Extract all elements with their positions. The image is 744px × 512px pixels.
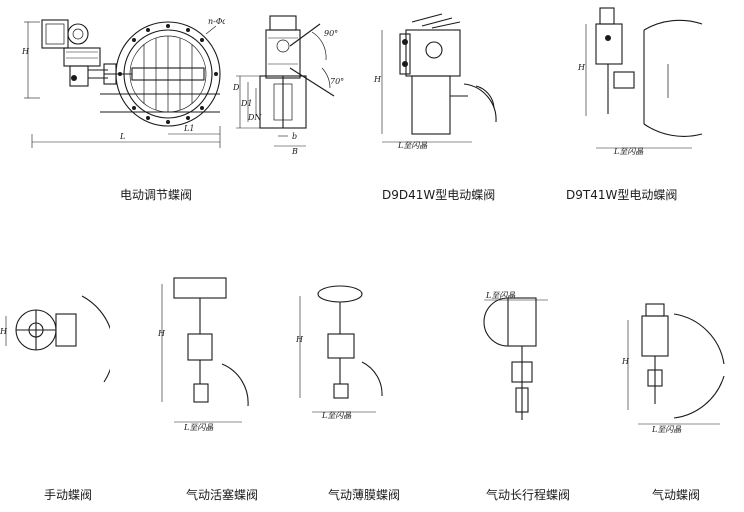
figure-pneumatic-valve: H L至闪晶 bbox=[620, 300, 730, 434]
drawing-pneumatic-long-stroke-valve: L至闪晶 bbox=[483, 291, 548, 420]
dim-label-dn: DN bbox=[247, 113, 262, 122]
angle-label-90: 90° bbox=[324, 29, 338, 38]
dim-label-b-upper: B bbox=[291, 147, 298, 156]
caption-d9d41w-valve: D9D41W型电动蝶阀 bbox=[382, 188, 496, 202]
drawing-side-section-view: 90° 70° D D1 DN b B bbox=[232, 15, 344, 156]
dim-label-d1: D1 bbox=[240, 99, 253, 108]
dim-label-h-diaphragm: H bbox=[296, 335, 304, 344]
dim-label-h-manual: H bbox=[0, 327, 8, 336]
dim-label-l: L bbox=[119, 132, 125, 141]
dim-label-h-d9d41w: H bbox=[373, 75, 382, 84]
caption-pneumatic-valve: 气动蝶阀 bbox=[652, 488, 701, 502]
dim-label-n-phi-d: n-Φd bbox=[208, 17, 225, 26]
dim-label-h-d9t41w: H bbox=[577, 63, 586, 72]
caption-pneumatic-diaphragm-valve: 气动薄膜蝶阀 bbox=[328, 488, 401, 502]
figure-d9t41w-valve: H L至闪晶 bbox=[572, 4, 712, 156]
dim-label-l1: L1 bbox=[183, 124, 194, 133]
drawing-pneumatic-piston-valve: H L至闪晶 bbox=[158, 277, 249, 432]
angle-label-70: 70° bbox=[330, 77, 344, 86]
caption-pneumatic-piston-valve: 气动活塞蝶阀 bbox=[186, 488, 259, 502]
dim-label-open-d9d41w: L至闪晶 bbox=[397, 141, 428, 150]
dim-label-open-diaphragm: L至闪晶 bbox=[321, 411, 352, 420]
drawing-d9d41w-valve: H L至闪晶 bbox=[373, 13, 497, 150]
dim-label-h-piston: H bbox=[158, 329, 166, 338]
dim-label-d: D bbox=[232, 83, 240, 92]
dim-label-b: b bbox=[292, 132, 297, 141]
caption-d9t41w-valve: D9T41W型电动蝶阀 bbox=[566, 188, 678, 202]
caption-electric-regulating-valve: 电动调节蝶阀 bbox=[120, 188, 193, 202]
dim-label-open-piston: L至闪晶 bbox=[183, 423, 214, 432]
dim-label-open-d9t41w: L至闪晶 bbox=[613, 147, 644, 156]
caption-pneumatic-long-stroke-valve: 气动长行程蝶阀 bbox=[486, 488, 571, 502]
drawing-electric-regulating-valve: H L L1 n-Φd bbox=[21, 17, 225, 148]
dim-label-h: H bbox=[21, 47, 30, 56]
drawing-d9t41w-valve: H L至闪晶 bbox=[577, 7, 703, 156]
figure-manual-valve: H bbox=[0, 286, 110, 390]
drawing-manual-valve: H bbox=[0, 295, 110, 383]
figure-pneumatic-long-stroke-valve: L至闪晶 bbox=[478, 290, 564, 430]
dim-label-open-long-stroke: L至闪晶 bbox=[485, 291, 516, 300]
figure-pneumatic-piston-valve: H L至闪晶 bbox=[158, 274, 258, 434]
dim-label-h-pneumatic: H bbox=[621, 357, 630, 366]
flange-bolt-holes bbox=[118, 24, 218, 124]
caption-manual-valve: 手动蝶阀 bbox=[44, 488, 93, 502]
figure-electric-regulating-valve: H L L1 n-Φd bbox=[20, 8, 225, 158]
drawing-pneumatic-diaphragm-valve: H L至闪晶 bbox=[296, 285, 383, 420]
figure-pneumatic-diaphragm-valve: H L至闪晶 bbox=[296, 284, 392, 420]
drawing-pneumatic-valve: H L至闪晶 bbox=[621, 303, 725, 434]
figure-side-section-view: 90° 70° D D1 DN b B bbox=[230, 8, 355, 156]
figure-d9d41w-valve: H L至闪晶 bbox=[372, 10, 512, 152]
dim-label-open-pneumatic: L至闪晶 bbox=[651, 425, 682, 434]
